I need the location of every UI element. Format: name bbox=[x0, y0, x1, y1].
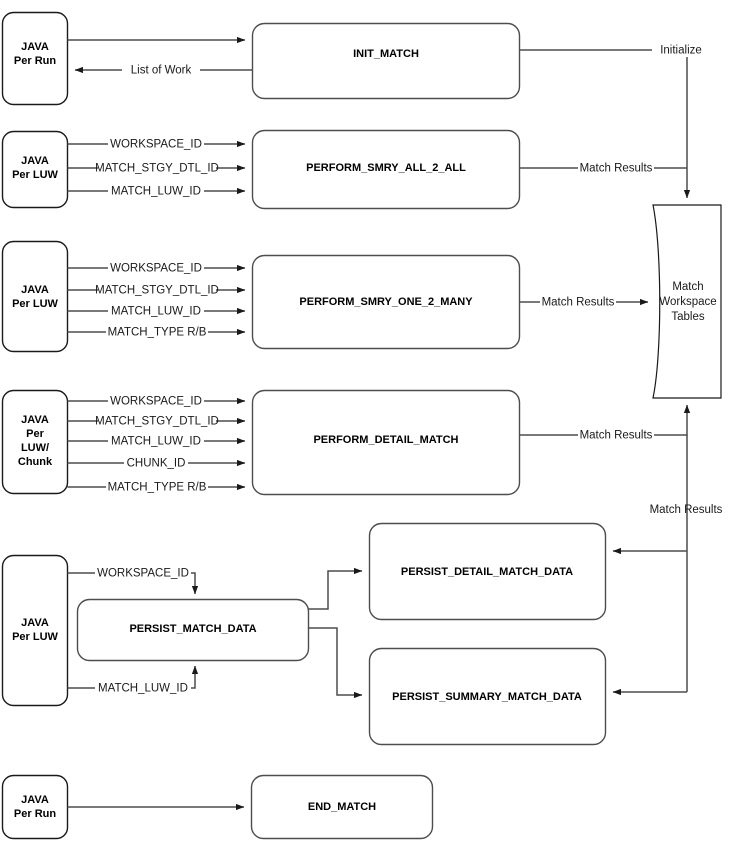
edge-label-match-results-trunk: Match Results bbox=[650, 504, 723, 516]
process-init-match: INIT_MATCH bbox=[251, 22, 521, 100]
actor-label-line-3: LUW/ bbox=[21, 442, 49, 454]
actor-label-line-1: JAVA bbox=[21, 794, 49, 806]
edge-persist-match-to-summary bbox=[308, 627, 363, 699]
process-label: PERSIST_DETAIL_MATCH_DATA bbox=[401, 566, 573, 578]
actor-label-line-2: Per bbox=[26, 428, 44, 440]
actor-label-line-1: JAVA bbox=[21, 41, 49, 53]
edge-label-backdrop bbox=[106, 325, 208, 339]
actor-label-line-1: JAVA bbox=[21, 284, 49, 296]
process-shape bbox=[368, 522, 607, 621]
edge-label-backdrop bbox=[124, 456, 188, 470]
actor-java-per-luw-2: JAVA Per LUW bbox=[1, 240, 69, 353]
process-persist-detail-match-data: PERSIST_DETAIL_MATCH_DATA bbox=[368, 522, 607, 621]
actor-label-line-4: Chunk bbox=[18, 456, 53, 468]
edge-label-backdrop bbox=[108, 304, 204, 318]
edge-label-match-stgy-dtl-id: MATCH_STGY_DTL_ID bbox=[95, 163, 219, 175]
actor-label-line-1: JAVA bbox=[21, 617, 49, 629]
actor-java-per-run-2: JAVA Per Run bbox=[1, 774, 69, 840]
edge-label-match-type-rb: MATCH_TYPE R/B bbox=[108, 327, 207, 339]
process-shape bbox=[251, 22, 521, 100]
edge-label-match-results: Match Results bbox=[580, 163, 653, 175]
edge-label-match-results: Match Results bbox=[580, 430, 653, 442]
process-perform-smry-all-2-all: PERFORM_SMRY_ALL_2_ALL bbox=[251, 129, 521, 210]
edge-label-initialize: Initialize bbox=[660, 45, 702, 57]
process-label: PERFORM_SMRY_ALL_2_ALL bbox=[306, 162, 466, 174]
edge-label-match-luw-id: MATCH_LUW_ID bbox=[111, 306, 201, 318]
edge-label-backdrop bbox=[578, 161, 654, 175]
datastore-label-line-3: Tables bbox=[671, 311, 704, 323]
datastore-match-workspace-tables: Match Workspace Tables bbox=[652, 204, 722, 399]
actor-java-per-luw-1: JAVA Per LUW bbox=[1, 130, 69, 209]
edge-label-match-stgy-dtl-id: MATCH_STGY_DTL_ID bbox=[95, 416, 219, 428]
actor-shape bbox=[1, 554, 69, 707]
datastore-label-line-2: Workspace bbox=[659, 296, 716, 308]
actor-java-per-run-1: JAVA Per Run bbox=[1, 11, 69, 106]
actor-shape bbox=[1, 240, 69, 353]
edge-label-backdrop bbox=[540, 295, 616, 309]
edge-label-backdrop bbox=[95, 566, 191, 580]
edge-label-backdrop bbox=[108, 434, 204, 448]
actor-label-line-2: Per LUW bbox=[12, 298, 58, 310]
process-label: PERSIST_MATCH_DATA bbox=[129, 623, 256, 635]
process-label: PERFORM_DETAIL_MATCH bbox=[313, 434, 458, 446]
actor-shape bbox=[1, 389, 69, 495]
edge-label-backdrop bbox=[108, 137, 204, 151]
process-shape bbox=[250, 774, 434, 840]
actor-java-per-luw-chunk: JAVA Per LUW/ Chunk bbox=[1, 389, 69, 495]
process-persist-summary-match-data: PERSIST_SUMMARY_MATCH_DATA bbox=[368, 647, 607, 746]
process-persist-match-data: PERSIST_MATCH_DATA bbox=[76, 598, 310, 662]
process-label: INIT_MATCH bbox=[353, 48, 419, 60]
process-label: END_MATCH bbox=[308, 801, 376, 813]
process-shape bbox=[251, 129, 521, 210]
datastore-shape bbox=[652, 204, 722, 399]
edge-label-backdrop bbox=[95, 681, 191, 695]
edge-init-match-to-store bbox=[519, 49, 691, 199]
actor-label-line-2: Per Run bbox=[14, 808, 56, 820]
edge-label-match-type-rb: MATCH_TYPE R/B bbox=[108, 482, 207, 494]
edge-label-list-of-work: List of Work bbox=[131, 65, 192, 77]
edge-label-backdrop bbox=[108, 184, 204, 198]
edge-label-match-luw-id: MATCH_LUW_ID bbox=[111, 436, 201, 448]
edge-label-match-luw-id: MATCH_LUW_ID bbox=[98, 683, 188, 695]
edge-label-match-luw-id: MATCH_LUW_ID bbox=[111, 186, 201, 198]
actor-shape bbox=[1, 11, 69, 106]
process-shape bbox=[76, 598, 310, 662]
edge-label-workspace-id: WORKSPACE_ID bbox=[97, 568, 189, 580]
edge-label-match-stgy-dtl-id: MATCH_STGY_DTL_ID bbox=[95, 285, 219, 297]
edge-persist-match-to-detail bbox=[308, 567, 363, 610]
edge-label-chunk-id: CHUNK_ID bbox=[127, 458, 186, 470]
process-shape bbox=[251, 389, 521, 496]
actor-label-line-1: JAVA bbox=[21, 155, 49, 167]
edge-label-match-results: Match Results bbox=[542, 297, 615, 309]
edge-label-backdrop bbox=[108, 261, 204, 275]
process-end-match: END_MATCH bbox=[250, 774, 434, 840]
edge-label-backdrop bbox=[98, 161, 216, 175]
actor-label-line-2: Per LUW bbox=[12, 631, 58, 643]
process-perform-detail-match: PERFORM_DETAIL_MATCH bbox=[251, 389, 521, 496]
process-perform-smry-one-2-many: PERFORM_SMRY_ONE_2_MANY bbox=[251, 254, 521, 350]
process-label: PERSIST_SUMMARY_MATCH_DATA bbox=[392, 691, 582, 703]
process-shape bbox=[368, 647, 607, 746]
edge-label-backdrop bbox=[122, 63, 200, 77]
edge-label-backdrop bbox=[108, 394, 204, 408]
datastore-label-line-1: Match bbox=[672, 281, 703, 293]
actor-shape bbox=[1, 130, 69, 209]
edge-label-workspace-id: WORKSPACE_ID bbox=[110, 139, 202, 151]
edge-label-backdrop bbox=[98, 414, 216, 428]
actor-label-line-2: Per Run bbox=[14, 55, 56, 67]
actor-label-line-1: JAVA bbox=[21, 414, 49, 426]
process-label: PERFORM_SMRY_ONE_2_MANY bbox=[299, 296, 473, 308]
edge-label-backdrop bbox=[578, 428, 654, 442]
edge-label-backdrop bbox=[106, 480, 208, 494]
edge-label-workspace-id: WORKSPACE_ID bbox=[110, 396, 202, 408]
actor-label-line-2: Per LUW bbox=[12, 169, 58, 181]
actor-java-per-luw-3: JAVA Per LUW bbox=[1, 554, 69, 707]
edge-label-backdrop bbox=[652, 43, 710, 57]
edge-label-backdrop bbox=[98, 283, 216, 297]
edge-label-workspace-id: WORKSPACE_ID bbox=[110, 263, 202, 275]
